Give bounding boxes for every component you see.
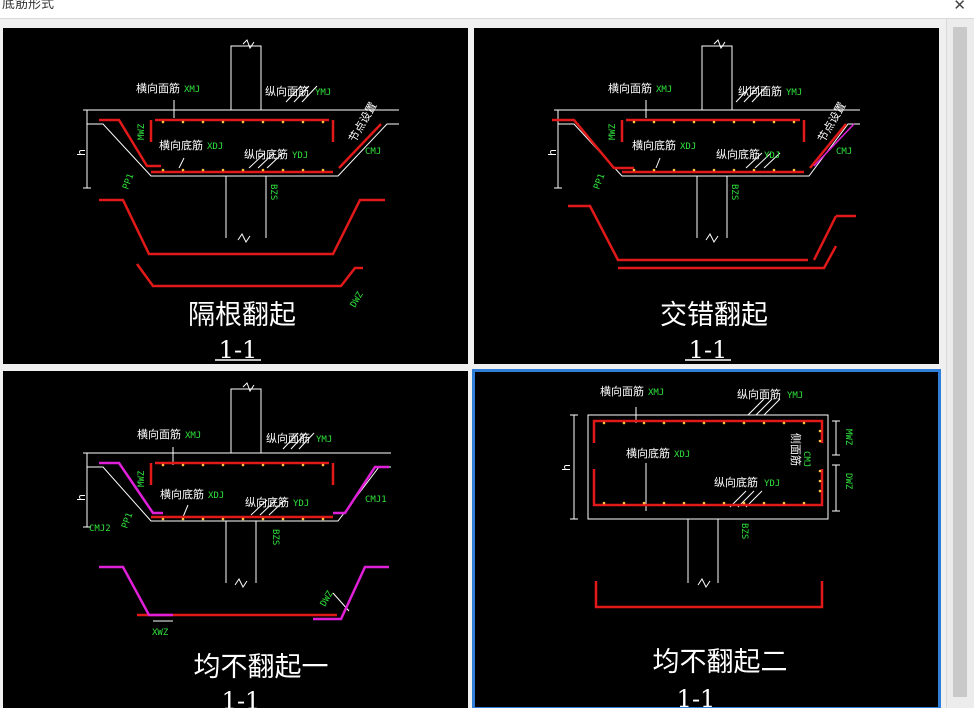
label-xdj: 横向底筋 xyxy=(632,138,676,152)
code-cmj: CMJ xyxy=(365,147,381,157)
code-xmj: XMJ xyxy=(656,85,672,95)
label-side-bar: 侧面筋 xyxy=(789,433,803,466)
close-icon[interactable]: ✕ xyxy=(953,0,966,14)
diagram-2: 横向面筋 XMJ 纵向面筋 YMJ 横向底筋 XDJ 纵向底筋 YDJ 节点设置… xyxy=(546,39,860,364)
diagram-1: 横向面筋 XMJ 纵向面筋 YMJ 横向底筋 XDJ 纵向底筋 YDJ 节点设置… xyxy=(75,39,399,364)
code-xmj: XMJ xyxy=(185,431,201,441)
label-xdj: 横向底筋 xyxy=(159,138,203,152)
label-xdj: 横向底筋 xyxy=(160,487,204,501)
label-ydj: 纵向底筋 xyxy=(245,495,289,509)
label-h: h xyxy=(75,149,88,156)
code-dwz: DWZ xyxy=(843,473,853,490)
caption: 均不翻起一 xyxy=(194,652,329,683)
code-xdj: XDJ xyxy=(674,450,690,460)
code-dwz: DWZ xyxy=(319,589,336,609)
vertical-scrollbar[interactable] xyxy=(946,19,974,708)
label-ymj: 纵向面筋 xyxy=(266,431,310,445)
label-xmj: 横向面筋 xyxy=(600,384,644,398)
title-bar: 底筋形式 ✕ xyxy=(0,0,974,19)
section-label: 1-1 xyxy=(677,685,716,708)
label-xmj: 横向面筋 xyxy=(608,81,652,95)
label-h: h xyxy=(546,149,559,156)
code-xwz: XWZ xyxy=(152,628,169,638)
code-pp1: PP1 xyxy=(120,511,135,530)
code-mwz: MWZ xyxy=(843,429,853,446)
code-ydj: YDJ xyxy=(764,151,780,161)
code-ymj: YMJ xyxy=(786,88,802,98)
code-xmj: XMJ xyxy=(648,388,664,398)
code-bzs: BZS xyxy=(268,184,278,200)
code-pp1: PP1 xyxy=(121,172,136,191)
code-ymj: YMJ xyxy=(315,88,331,98)
code-ymj: YMJ xyxy=(787,391,803,401)
label-ydj: 纵向底筋 xyxy=(714,475,758,489)
window-title: 底筋形式 xyxy=(2,0,55,12)
code-xdj: XDJ xyxy=(208,491,224,501)
label-xmj: 横向面筋 xyxy=(136,81,180,95)
option-panel-1[interactable]: 横向面筋 XMJ 纵向面筋 YMJ 横向底筋 XDJ 纵向底筋 YDJ 节点设置… xyxy=(3,28,468,364)
code-xmj: XMJ xyxy=(184,85,200,95)
label-side-setting: 节点设置 xyxy=(815,100,848,145)
option-panel-4[interactable]: 横向面筋 XMJ 纵向面筋 YMJ 横向底筋 XDJ 纵向底筋 YDJ 侧面筋 … xyxy=(472,369,941,708)
code-bzs: BZS xyxy=(729,184,739,200)
section-label: 1-1 xyxy=(222,687,261,708)
code-bzs: BZS xyxy=(270,529,280,545)
label-xdj: 横向底筋 xyxy=(626,446,670,460)
code-pp1: PP1 xyxy=(592,172,607,191)
option-panel-3[interactable]: 横向面筋 XMJ 纵向面筋 YMJ 横向底筋 XDJ 纵向底筋 YDJ CMJ1… xyxy=(3,371,468,708)
code-cmj2: CMJ2 xyxy=(89,524,111,534)
label-h: h xyxy=(560,464,573,471)
code-mwz: MWZ xyxy=(608,123,618,140)
label-h: h xyxy=(75,494,88,501)
diagram-4: 横向面筋 XMJ 纵向面筋 YMJ 横向底筋 XDJ 纵向底筋 YDJ 侧面筋 … xyxy=(560,384,853,708)
option-grid: 横向面筋 XMJ 纵向面筋 YMJ 横向底筋 XDJ 纵向底筋 YDJ 节点设置… xyxy=(0,19,946,708)
code-xdj: XDJ xyxy=(680,142,696,152)
option-panel-2[interactable]: 横向面筋 XMJ 纵向面筋 YMJ 横向底筋 XDJ 纵向底筋 YDJ 节点设置… xyxy=(474,28,939,364)
code-cmj: CMJ xyxy=(801,451,811,467)
code-cmj: CMJ xyxy=(836,147,852,157)
caption: 均不翻起二 xyxy=(653,647,788,678)
label-ymj: 纵向面筋 xyxy=(738,84,782,98)
code-ydj: YDJ xyxy=(764,479,780,489)
label-ymj: 纵向面筋 xyxy=(737,387,781,401)
code-dwz: DWZ xyxy=(349,290,366,310)
code-mwz: MWZ xyxy=(137,123,147,140)
caption: 隔根翻起 xyxy=(188,300,296,331)
label-ydj: 纵向底筋 xyxy=(244,147,288,161)
label-ymj: 纵向面筋 xyxy=(265,84,309,98)
caption: 交错翻起 xyxy=(660,300,768,331)
code-ydj: YDJ xyxy=(293,499,309,509)
label-ydj: 纵向底筋 xyxy=(716,147,760,161)
code-cmj1: CMJ1 xyxy=(365,495,387,505)
diagram-3: 横向面筋 XMJ 纵向面筋 YMJ 横向底筋 XDJ 纵向底筋 YDJ CMJ1… xyxy=(75,382,391,708)
code-xdj: XDJ xyxy=(207,142,223,152)
code-ymj: YMJ xyxy=(316,435,332,445)
code-ydj: YDJ xyxy=(292,151,308,161)
code-mwz: MWZ xyxy=(137,470,147,487)
scrollbar-thumb[interactable] xyxy=(953,27,967,697)
label-xmj: 横向面筋 xyxy=(137,427,181,441)
code-bzs: BZS xyxy=(739,523,749,539)
